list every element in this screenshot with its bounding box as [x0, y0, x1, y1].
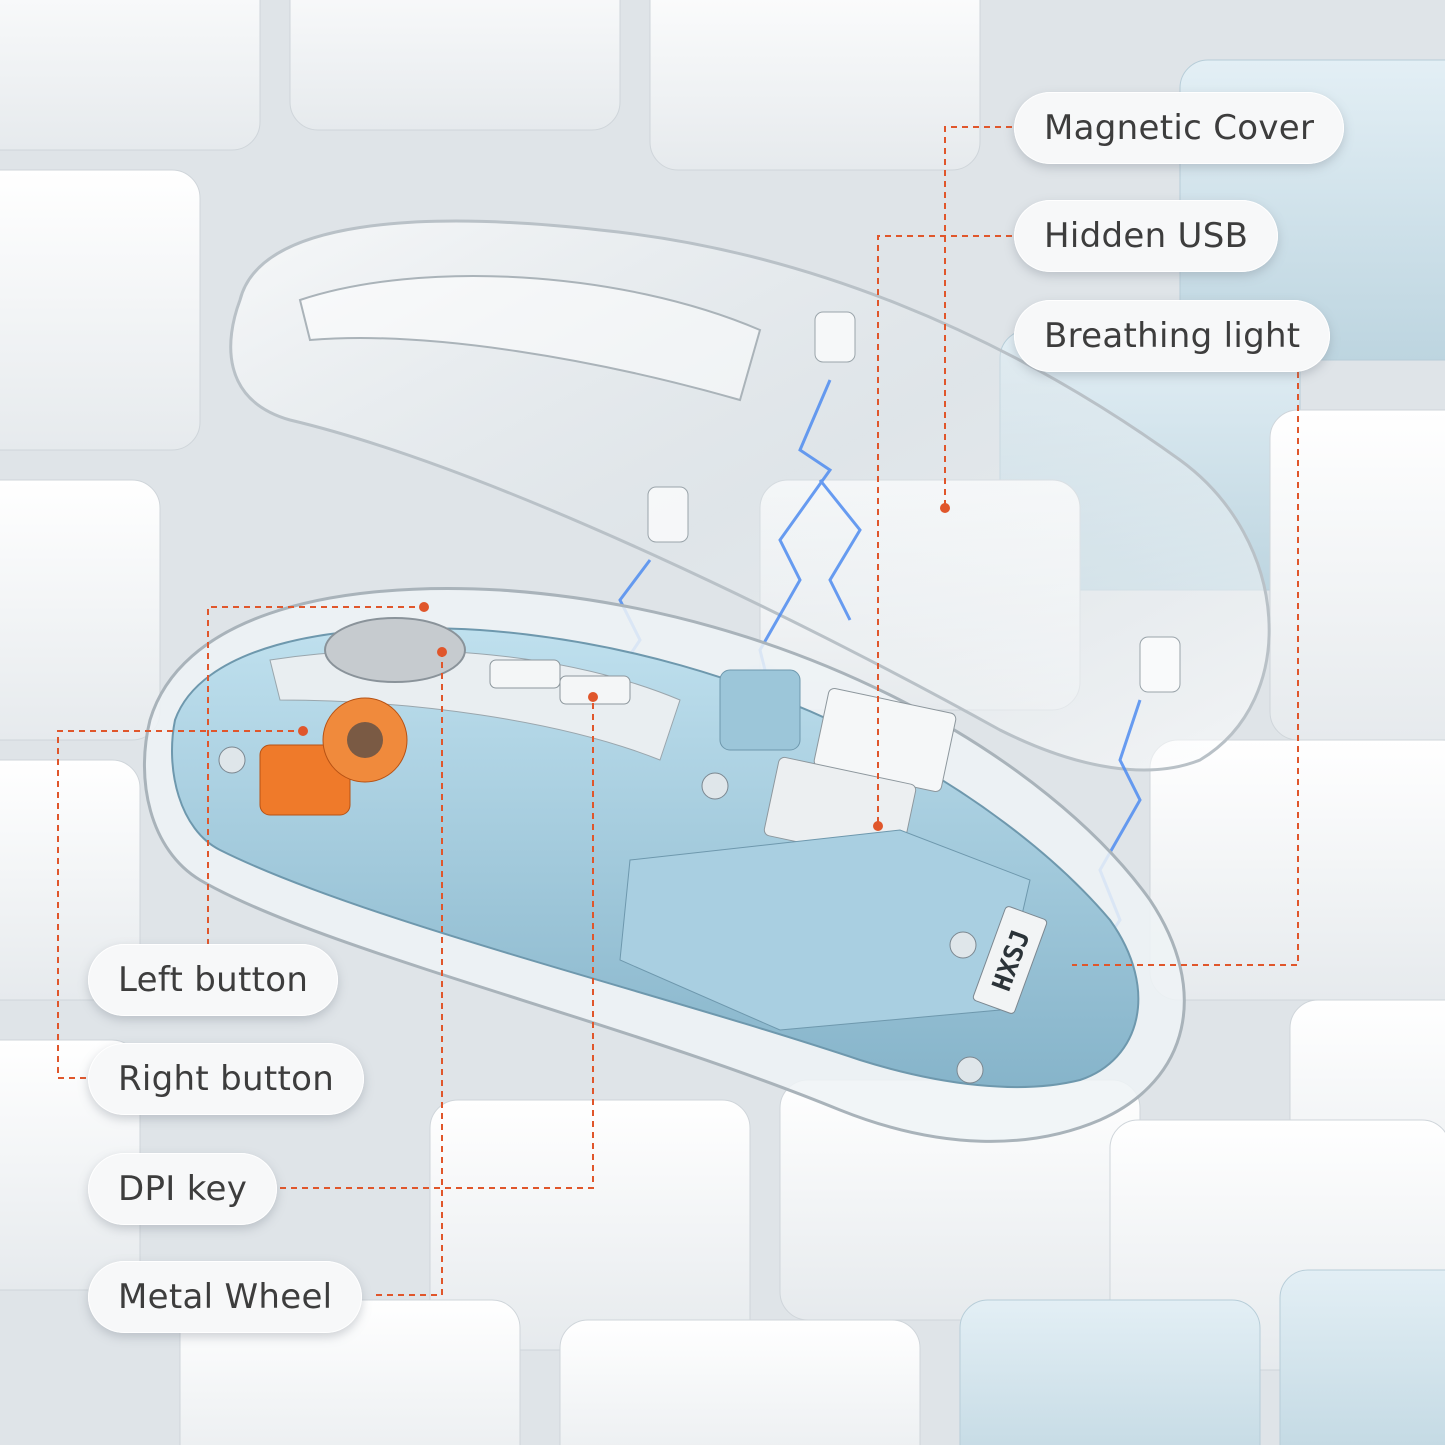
callout-magnetic-cover: Magnetic Cover [1014, 92, 1345, 164]
metal-wheel-shape [324, 617, 466, 683]
callout-right-button: Right button [88, 1043, 365, 1115]
callout-left-button: Left button [88, 944, 339, 1016]
callout-breathing-light: Breathing light [1014, 300, 1331, 372]
callout-dpi-key: DPI key [88, 1153, 278, 1225]
callout-metal-wheel: Metal Wheel [88, 1261, 363, 1333]
callout-hidden-usb: Hidden USB [1014, 200, 1279, 272]
